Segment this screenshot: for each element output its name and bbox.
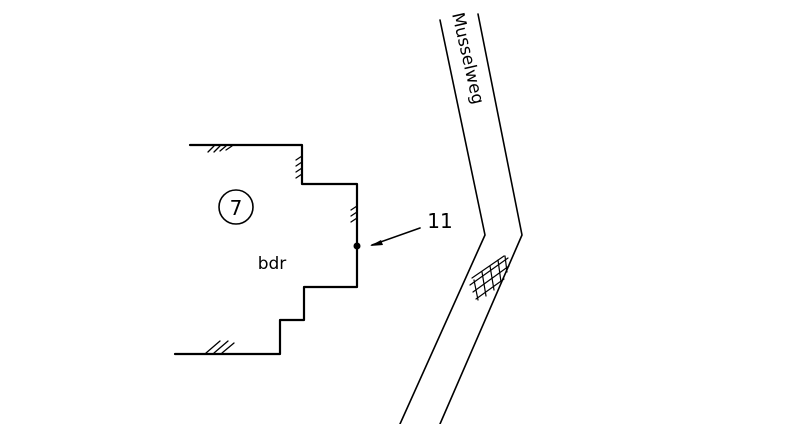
survey-point	[353, 242, 361, 250]
building-outline	[173, 143, 359, 356]
road-edge-right	[439, 13, 523, 424]
road-crosshatch	[469, 255, 510, 301]
wall-hatching	[205, 145, 358, 354]
road-edge-left	[399, 19, 486, 424]
usage-label: bdr	[258, 254, 287, 274]
street-name: Musselweg	[447, 11, 488, 107]
parcel-number: 7	[230, 196, 243, 220]
leader-arrow-icon	[370, 240, 383, 246]
point-label: 11	[427, 209, 452, 233]
parcel-number-circle	[218, 189, 254, 225]
